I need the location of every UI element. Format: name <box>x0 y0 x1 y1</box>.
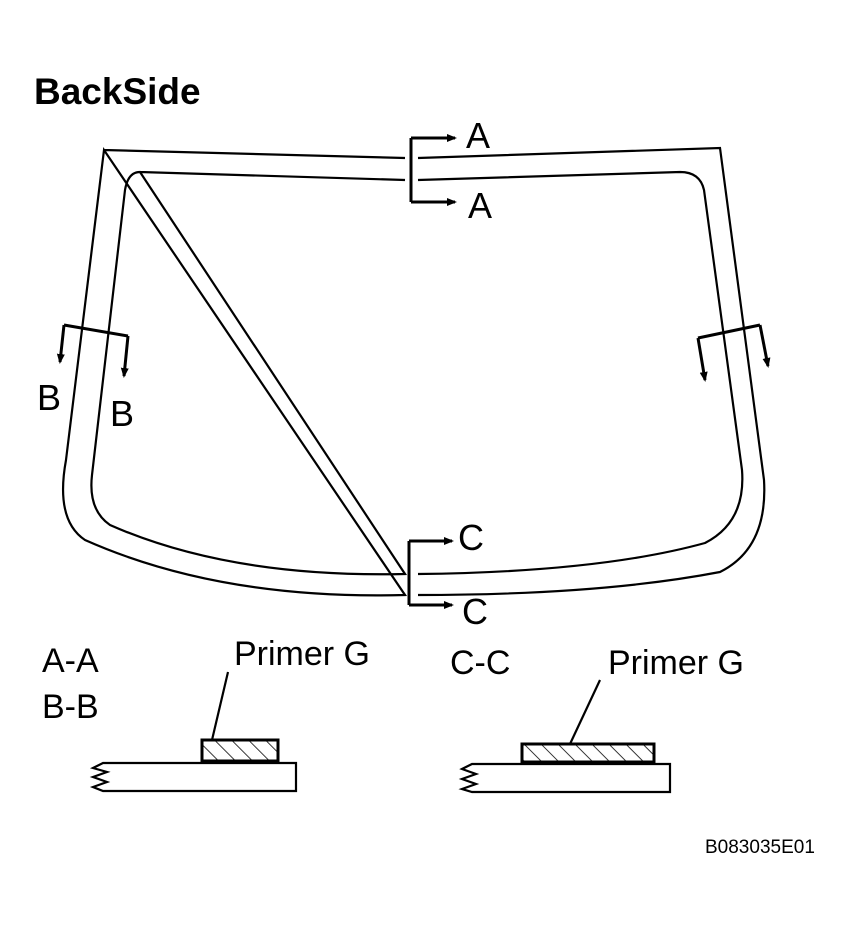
section-b-label-left: B <box>37 377 61 418</box>
figure-id: B083035E01 <box>705 837 815 858</box>
section-label-aa: A-A <box>42 642 99 680</box>
glass-section-1 <box>89 761 298 793</box>
section-b-marker-left: B B <box>37 323 134 434</box>
section-a-label-top: A <box>466 115 490 156</box>
section-b-label-right: B <box>110 393 134 434</box>
section-label-cc: C-C <box>450 644 510 682</box>
cross-section-c: C-C Primer G <box>450 644 744 794</box>
primer-g-label-1: Primer G <box>234 635 370 673</box>
primer-g-label-2: Primer G <box>608 644 744 682</box>
section-a-marker: A A <box>409 115 492 226</box>
diagram-title: BackSide <box>34 71 201 112</box>
section-a-label-bottom: A <box>468 185 492 226</box>
section-b-marker-right <box>696 323 771 382</box>
glass-inner-edge <box>90 170 744 576</box>
primer-g-leader-2 <box>569 679 601 745</box>
section-c-label-top: C <box>458 517 484 558</box>
primer-g-strip-2 <box>520 742 656 764</box>
glass-outer-edge <box>61 146 766 597</box>
section-c-label-bottom: C <box>462 591 488 632</box>
section-c-marker: C C <box>407 517 488 632</box>
primer-g-leader-1 <box>210 671 230 741</box>
section-label-bb: B-B <box>42 688 99 726</box>
glass-section-2 <box>458 762 672 794</box>
cross-section-a-b: A-A B-B Primer G <box>42 635 370 793</box>
primer-g-strip-1 <box>200 738 280 763</box>
